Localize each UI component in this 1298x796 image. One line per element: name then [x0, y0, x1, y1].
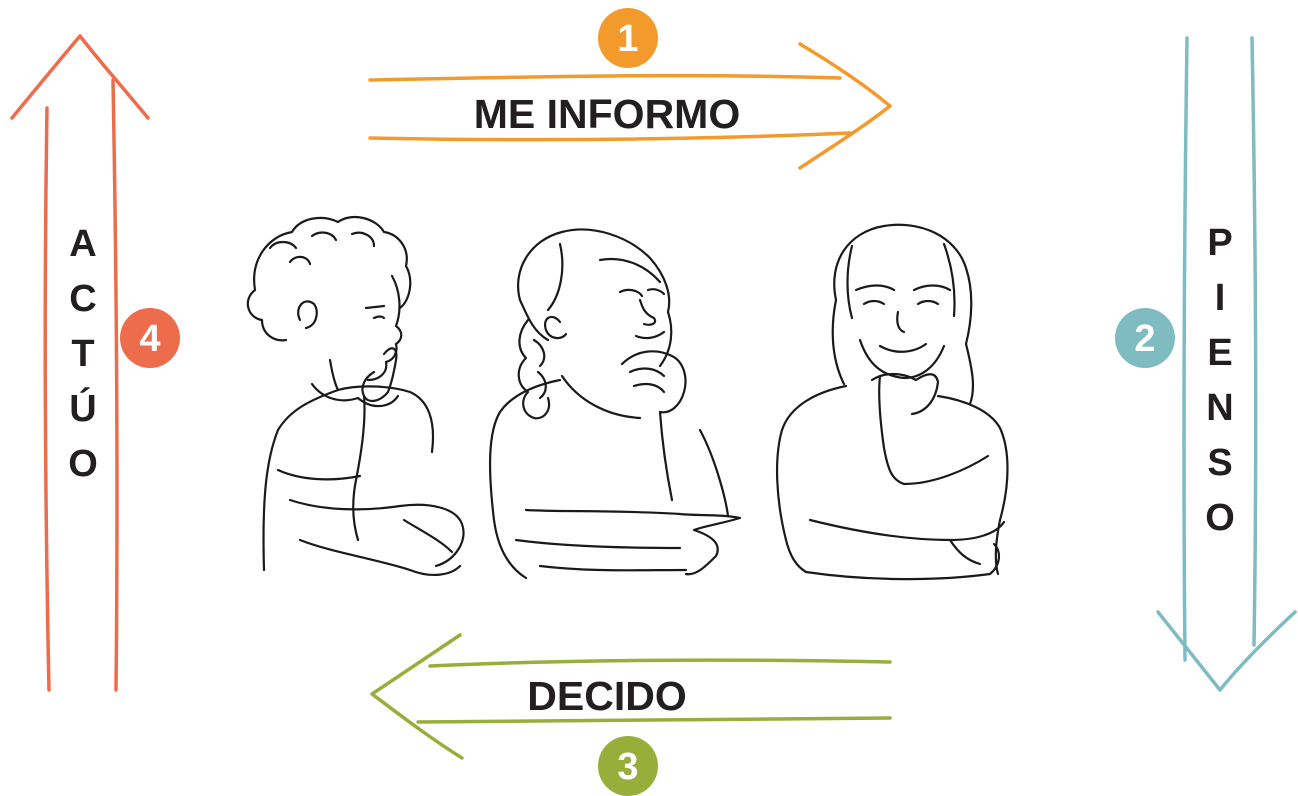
step-3-arrow	[370, 633, 892, 760]
step-4-number: 4	[139, 318, 160, 360]
arrow-left-icon	[428, 658, 892, 668]
step-2-badge: 2	[1115, 308, 1175, 368]
boy-thinking-icon	[246, 215, 465, 576]
step-3-label: DECIDO	[527, 673, 686, 719]
pienso-letter: I	[1215, 277, 1226, 319]
step-2-number: 2	[1134, 318, 1155, 360]
step-4-badge: 4	[120, 308, 180, 368]
step-4-arrow	[10, 34, 150, 692]
actuo-letter: A	[69, 223, 96, 265]
step-1-label: ME INFORMO	[474, 91, 740, 137]
step-2-label: P I E N S O	[1205, 222, 1235, 539]
girl-thinking-icon	[489, 228, 742, 580]
step-1-circle	[598, 8, 658, 68]
arrow-down-icon	[1182, 36, 1189, 662]
step-4-circle	[120, 308, 180, 368]
step-3-number: 3	[617, 746, 638, 788]
step-3-circle	[598, 736, 658, 796]
children-illustration	[246, 215, 1009, 581]
step-2-circle	[1115, 308, 1175, 368]
step-3-badge: 3	[598, 736, 658, 796]
pienso-letter: P	[1207, 222, 1232, 264]
step-1-badge: 1	[598, 8, 658, 68]
arrow-right-icon	[368, 73, 842, 82]
pienso-letter: S	[1207, 442, 1232, 484]
step-1-arrow	[368, 42, 892, 170]
actuo-letter: C	[69, 278, 96, 320]
actuo-letter: O	[68, 443, 98, 485]
step-1-number: 1	[617, 18, 638, 60]
girl-smiling-icon	[776, 223, 1009, 581]
pienso-letter: N	[1206, 387, 1233, 429]
step-2-arrow	[1156, 36, 1297, 692]
pienso-letter: O	[1205, 497, 1235, 539]
pienso-letter: E	[1207, 332, 1232, 374]
step-4-label: A C T Ú O	[68, 223, 98, 485]
actuo-letter: T	[71, 333, 94, 375]
arrow-up-icon	[43, 106, 51, 692]
actuo-letter: Ú	[69, 386, 96, 430]
